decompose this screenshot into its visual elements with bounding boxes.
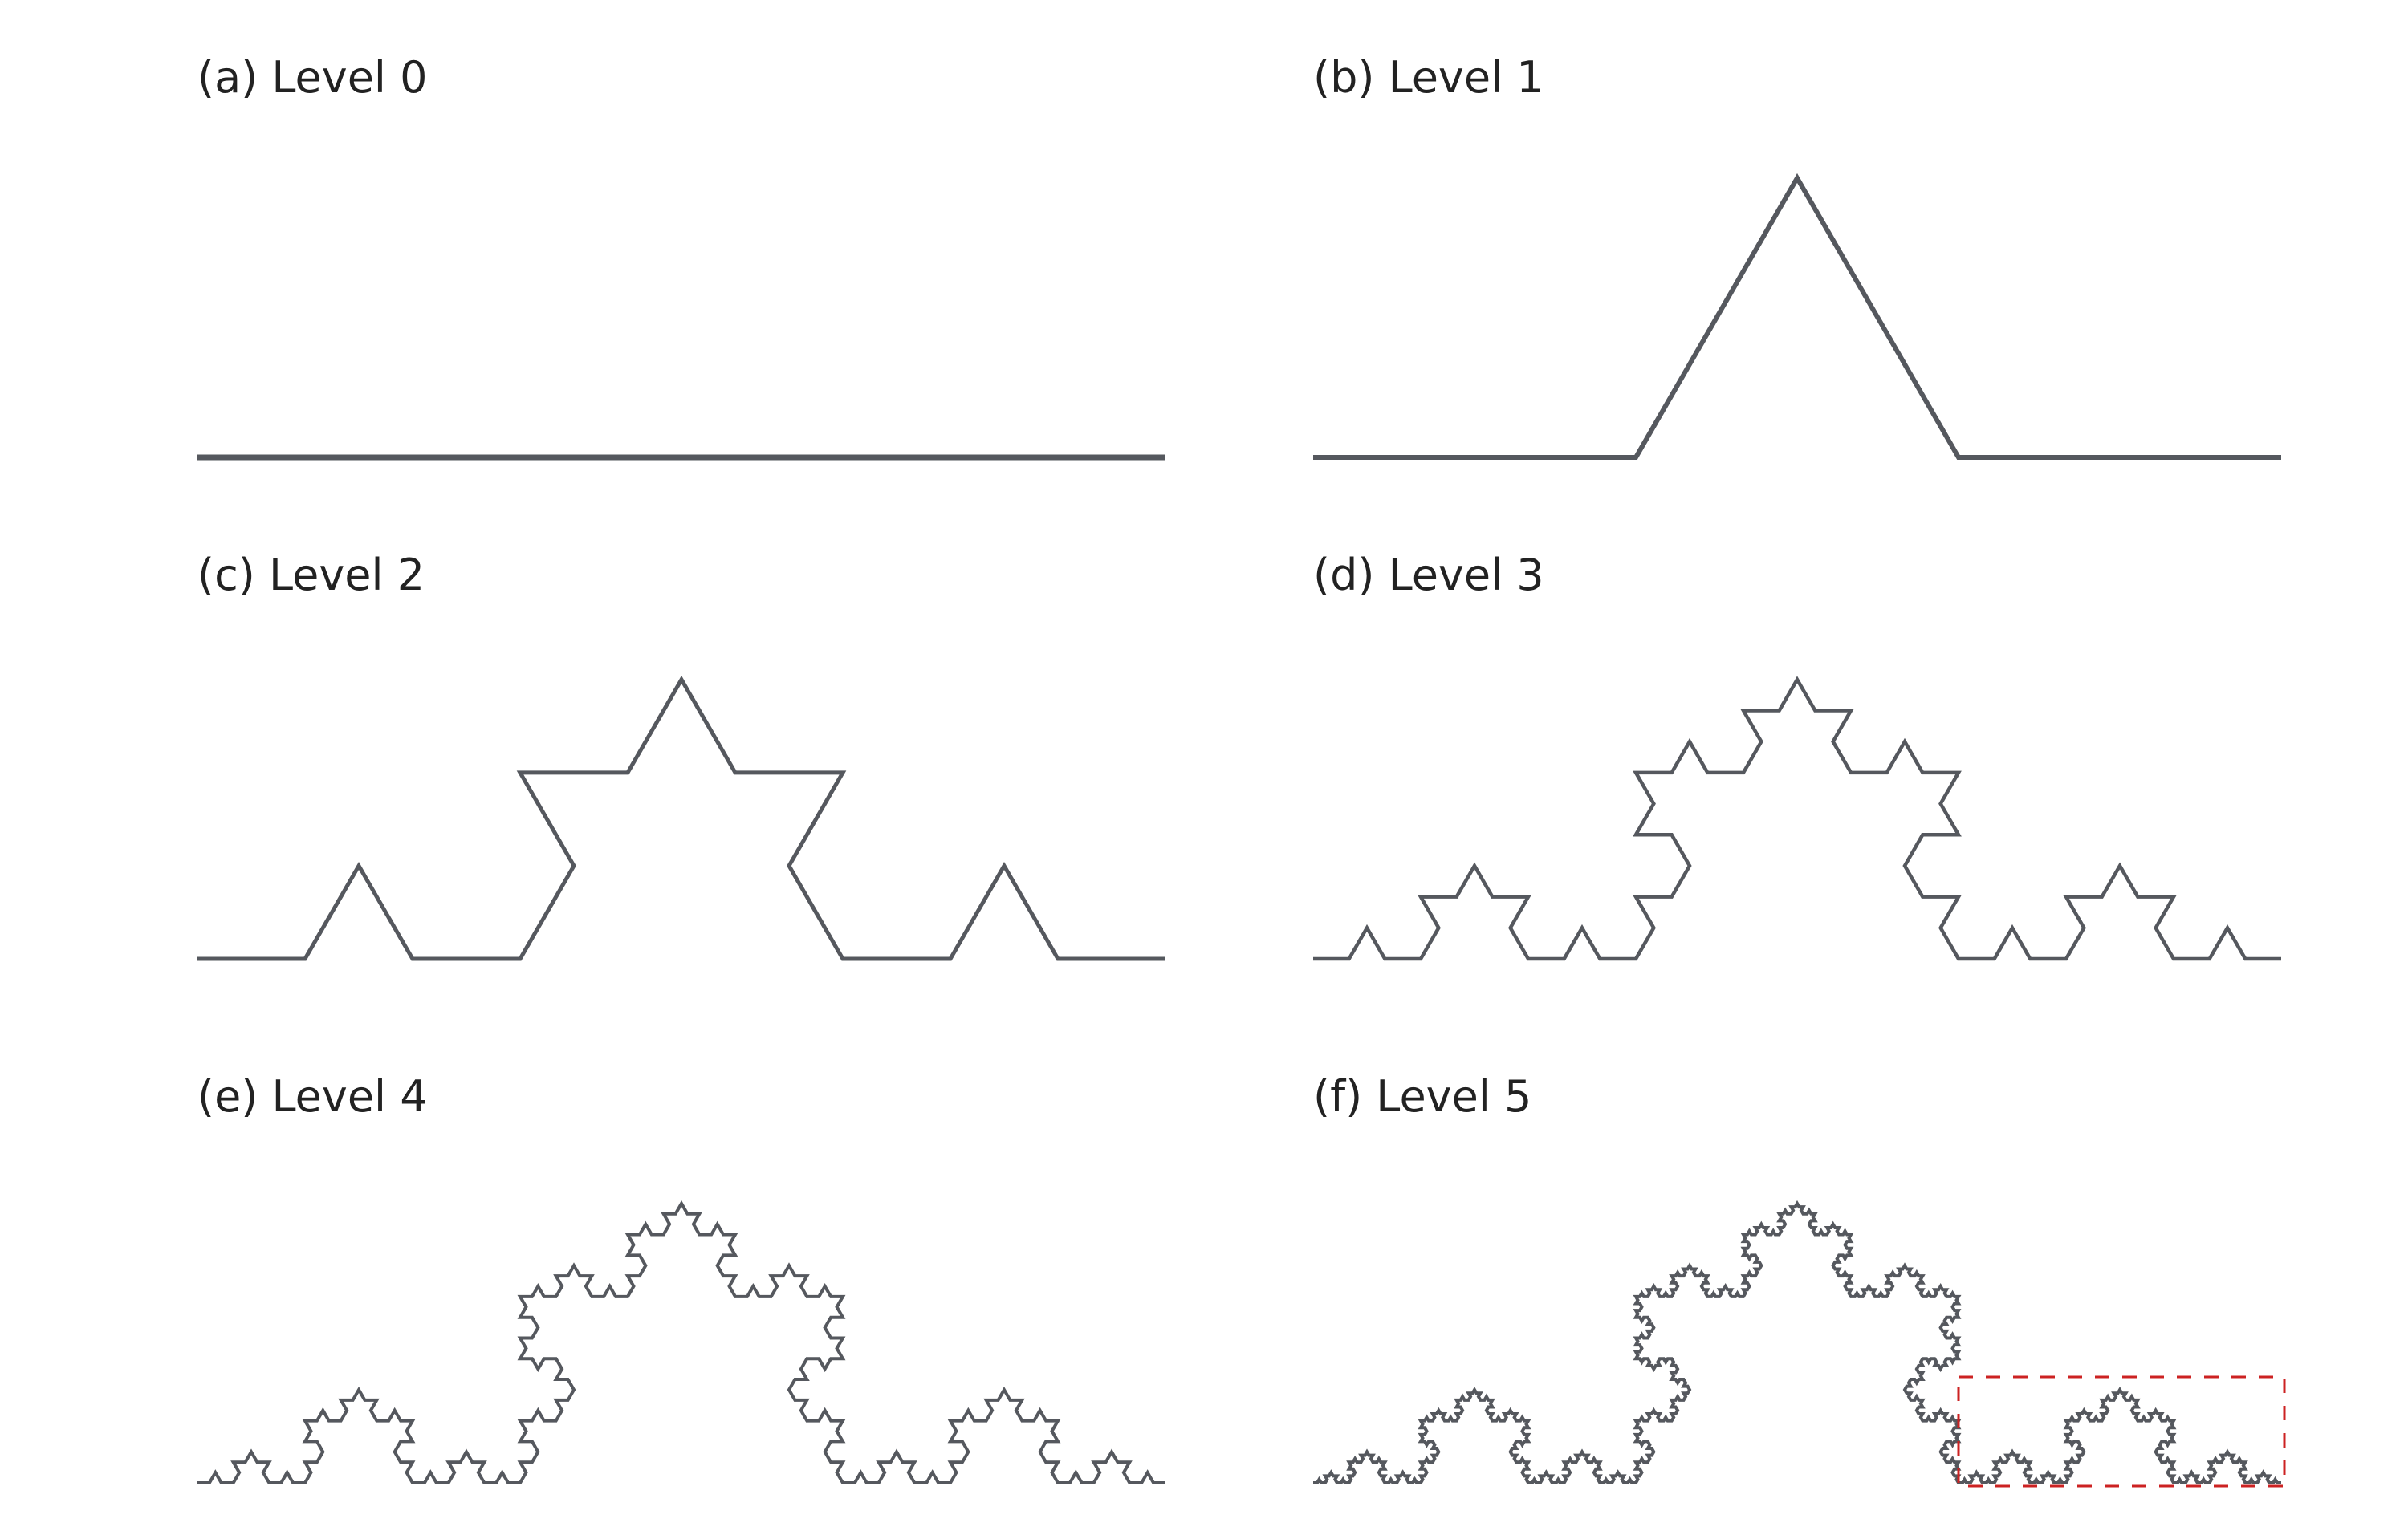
panel-label-d: (d) Level 3	[1313, 550, 1544, 600]
panel-label-c: (c) Level 2	[197, 550, 425, 600]
koch-curve-level-5	[1313, 1200, 2281, 1484]
koch-curve-level-1	[1313, 173, 2281, 460]
panel-label-a: (a) Level 0	[197, 52, 428, 103]
panel-label-e: (e) Level 4	[197, 1071, 428, 1122]
koch-curve-level-2	[197, 675, 1165, 961]
koch-curve-level-4	[197, 1200, 1165, 1484]
panel-label-b: (b) Level 1	[1313, 52, 1544, 103]
panel-label-f: (f) Level 5	[1313, 1071, 1532, 1122]
koch-curve-level-3	[1313, 676, 2281, 961]
